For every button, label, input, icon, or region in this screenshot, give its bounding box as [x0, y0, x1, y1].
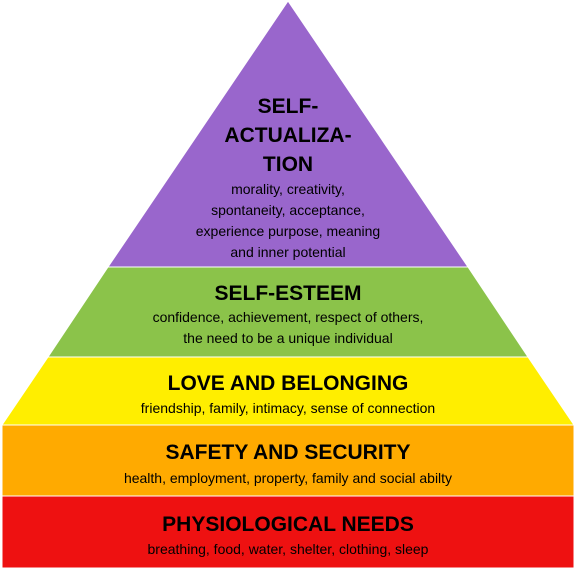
tier-self-esteem-desc-line-2: the need to be a unique individual	[183, 330, 392, 346]
tier-self-esteem: SELF-ESTEEM confidence, achievement, res…	[47, 266, 529, 358]
tier-love-and-belonging-title: LOVE AND BELONGING	[168, 372, 409, 395]
tier-safety-and-security-title: SAFETY AND SECURITY	[165, 441, 410, 464]
tier-self-actualization: SELF- ACTUALIZA- TION morality, creativi…	[107, 0, 469, 268]
tier-self-esteem-title: SELF-ESTEEM	[214, 282, 361, 305]
tier-self-actualization-desc-line-3: experience purpose, meaning	[196, 223, 380, 239]
tier-physiological-needs-desc-line-1: breathing, food, water, shelter, clothin…	[148, 541, 429, 557]
tier-self-actualization-desc-line-2: spontaneity, acceptance,	[211, 202, 365, 218]
tier-safety-and-security-desc-line-1: health, employment, property, family and…	[124, 470, 452, 486]
tier-physiological-needs-title: PHYSIOLOGICAL NEEDS	[162, 513, 414, 536]
tier-love-and-belonging: LOVE AND BELONGING friendship, family, i…	[1, 356, 575, 426]
tier-physiological-needs: PHYSIOLOGICAL NEEDS breathing, food, wat…	[1, 495, 575, 569]
tier-self-actualization-desc-line-1: morality, creativity,	[231, 181, 345, 197]
tier-self-esteem-desc-line-1: confidence, achievement, respect of othe…	[153, 309, 424, 325]
tier-self-actualization-title-line-1: SELF-	[258, 95, 319, 118]
tier-safety-and-security: SAFETY AND SECURITY health, employment, …	[1, 424, 575, 497]
tier-self-actualization-title-line-3: TION	[263, 153, 313, 176]
tier-self-actualization-title-line-2: ACTUALIZA-	[224, 124, 351, 147]
tier-self-actualization-desc-line-4: and inner potential	[230, 244, 345, 260]
tier-physiological-needs-shape	[1, 495, 575, 569]
tier-love-and-belonging-desc-line-1: friendship, family, intimacy, sense of c…	[141, 400, 435, 416]
